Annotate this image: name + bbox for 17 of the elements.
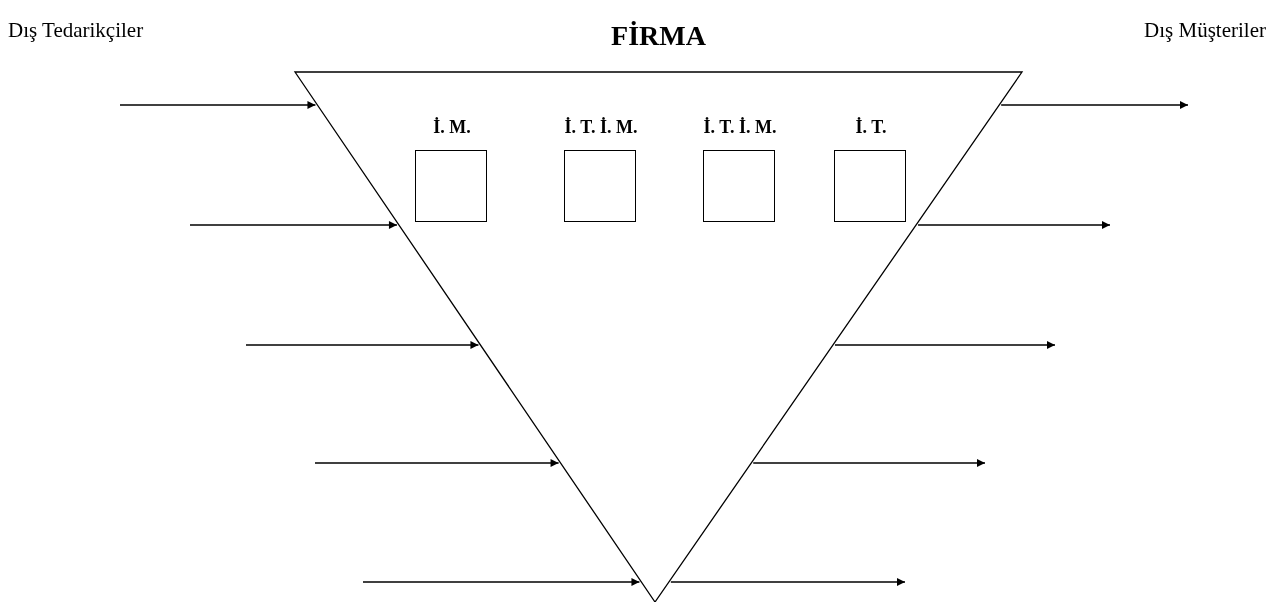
box-label: İ. T. İ. M. (563, 117, 639, 138)
arrow (119, 101, 317, 109)
arrow (245, 341, 480, 349)
arrow (1000, 101, 1189, 109)
arrow (189, 221, 398, 229)
arrow (834, 341, 1056, 349)
arrow (670, 578, 906, 586)
arrow (314, 459, 560, 467)
box-label: İ. T. İ. M. (702, 117, 778, 138)
box-label: İ. T. (854, 117, 888, 138)
arrow (917, 221, 1111, 229)
title-heading: FİRMA (610, 20, 707, 52)
label-text: Dış Müşteriler (1066, 14, 1266, 48)
label-text: Dış Tedarikçiler (8, 14, 208, 48)
arrow (362, 578, 641, 586)
box-label: İ. M. (432, 117, 472, 138)
arrow (752, 459, 986, 467)
